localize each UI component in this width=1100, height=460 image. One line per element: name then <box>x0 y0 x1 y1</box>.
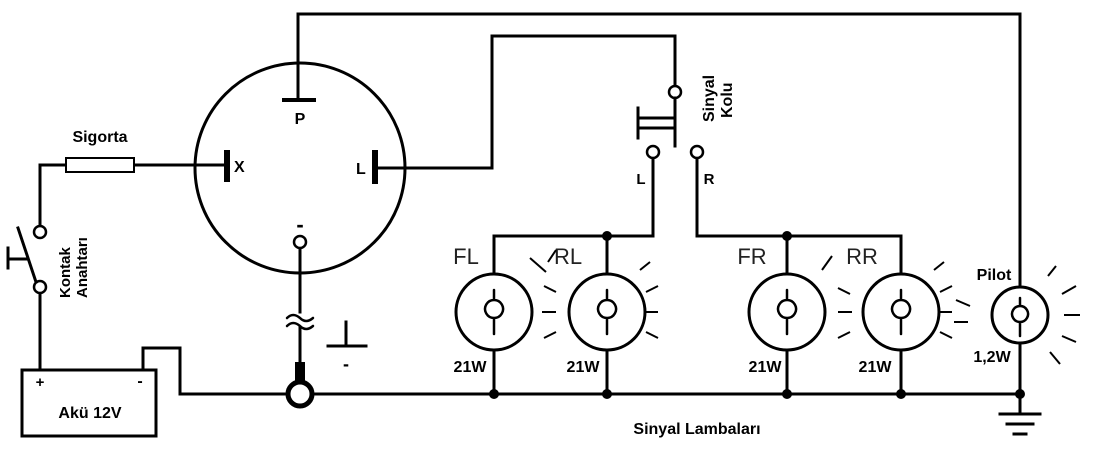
ground-symbol-minus: - <box>343 354 349 374</box>
stalk-common-terminal <box>667 84 683 100</box>
stalk-r-terminal <box>689 144 705 160</box>
junction-dot <box>602 231 612 241</box>
fuse: Sigorta <box>65 129 135 173</box>
wire-stalk-l <box>492 158 655 238</box>
flasher-body <box>193 61 407 275</box>
stalk-l-terminal <box>645 144 661 160</box>
switch-label-2: Anahtarı <box>74 237 91 298</box>
junction-dot <box>782 231 792 241</box>
lamp-fr: FR 21W <box>737 244 827 376</box>
flasher-ground-terminal <box>292 234 308 250</box>
battery-label: Akü 12V <box>58 405 121 422</box>
lamp-fl-bulb <box>454 272 534 352</box>
junction-dot <box>602 389 612 399</box>
lamp-fr-watt: 21W <box>749 359 783 376</box>
junction-dot <box>782 389 792 399</box>
flasher-x-terminal <box>224 150 230 182</box>
filament-icon <box>596 288 618 336</box>
wire-stalk-r <box>695 158 903 238</box>
wire-p-to-pilot <box>296 12 1022 292</box>
ring-terminal <box>285 379 315 409</box>
filament-icon <box>890 288 912 336</box>
light-rays-icon <box>529 249 659 339</box>
lamp-pilot: Pilot 1,2W <box>954 265 1080 366</box>
diagram-caption: Sinyal Lambaları <box>633 421 760 438</box>
flasher-x-label: X <box>234 159 245 176</box>
lamp-rl: RL 21W <box>529 244 659 376</box>
flasher-p-label: P <box>295 111 306 128</box>
junction-dots <box>489 231 1025 399</box>
flasher-unit: P X L - <box>193 61 407 275</box>
stalk-l-label: L <box>636 171 645 188</box>
lamp-rr: RR 21W <box>821 244 953 376</box>
lamp-rr-watt: 21W <box>859 359 893 376</box>
filament-icon <box>776 288 798 336</box>
junction-dot <box>1015 389 1025 399</box>
lamp-fl: FL 21W <box>453 244 534 376</box>
battery-body <box>20 368 158 438</box>
wiring <box>38 12 1022 414</box>
battery-minus-label: - <box>137 373 142 390</box>
fuse-body <box>65 157 135 173</box>
wire-l-to-stalk <box>381 34 677 170</box>
signal-stalk: L R Sinyal Kolu <box>636 75 736 188</box>
stalk-r-label: R <box>704 171 715 188</box>
junction-dot <box>896 389 906 399</box>
switch-blade <box>16 226 38 284</box>
break-mark <box>285 321 315 331</box>
filament-icon <box>483 288 505 336</box>
battery-plus-label: + <box>36 374 45 391</box>
flasher-ground-label: - <box>296 212 303 237</box>
stalk-label-2: Kolu <box>719 82 736 118</box>
lamp-rr-label: RR <box>846 244 878 269</box>
lamp-rl-watt: 21W <box>567 359 601 376</box>
ring-terminal-lead <box>295 362 305 386</box>
lamp-fl-label: FL <box>453 244 479 269</box>
switch-top-terminal <box>32 224 48 240</box>
wire-battery-minus <box>141 346 289 396</box>
junction-dot <box>489 389 499 399</box>
lamp-rr-bulb <box>861 272 941 352</box>
filament-icon <box>1010 296 1030 338</box>
switch-label-1: Kontak <box>57 247 74 298</box>
ignition-switch: Kontak Anahtarı <box>6 224 91 298</box>
stalk-label-1: Sinyal <box>701 75 718 122</box>
fuse-label: Sigorta <box>72 129 127 146</box>
pilot-ground-symbol <box>998 412 1042 436</box>
lamp-fr-label: FR <box>737 244 766 269</box>
battery: + - Akü 12V <box>20 368 158 438</box>
light-rays-icon <box>954 265 1080 365</box>
wire-fuse-to-switch <box>38 163 68 228</box>
lamp-fl-watt: 21W <box>454 359 488 376</box>
flasher-l-terminal <box>372 150 378 184</box>
lamp-fr-bulb <box>747 272 827 352</box>
lamp-pilot-bulb <box>990 285 1050 345</box>
lamp-pilot-label: Pilot <box>977 267 1012 284</box>
light-rays-icon <box>821 255 953 339</box>
lamp-rl-label: RL <box>554 244 582 269</box>
break-mark <box>285 313 315 323</box>
lamp-pilot-watt: 1,2W <box>973 349 1011 366</box>
flasher-l-label: L <box>356 161 366 178</box>
chassis-ground: - <box>285 313 368 409</box>
lamp-rl-bulb <box>567 272 647 352</box>
switch-bottom-terminal <box>32 279 48 295</box>
